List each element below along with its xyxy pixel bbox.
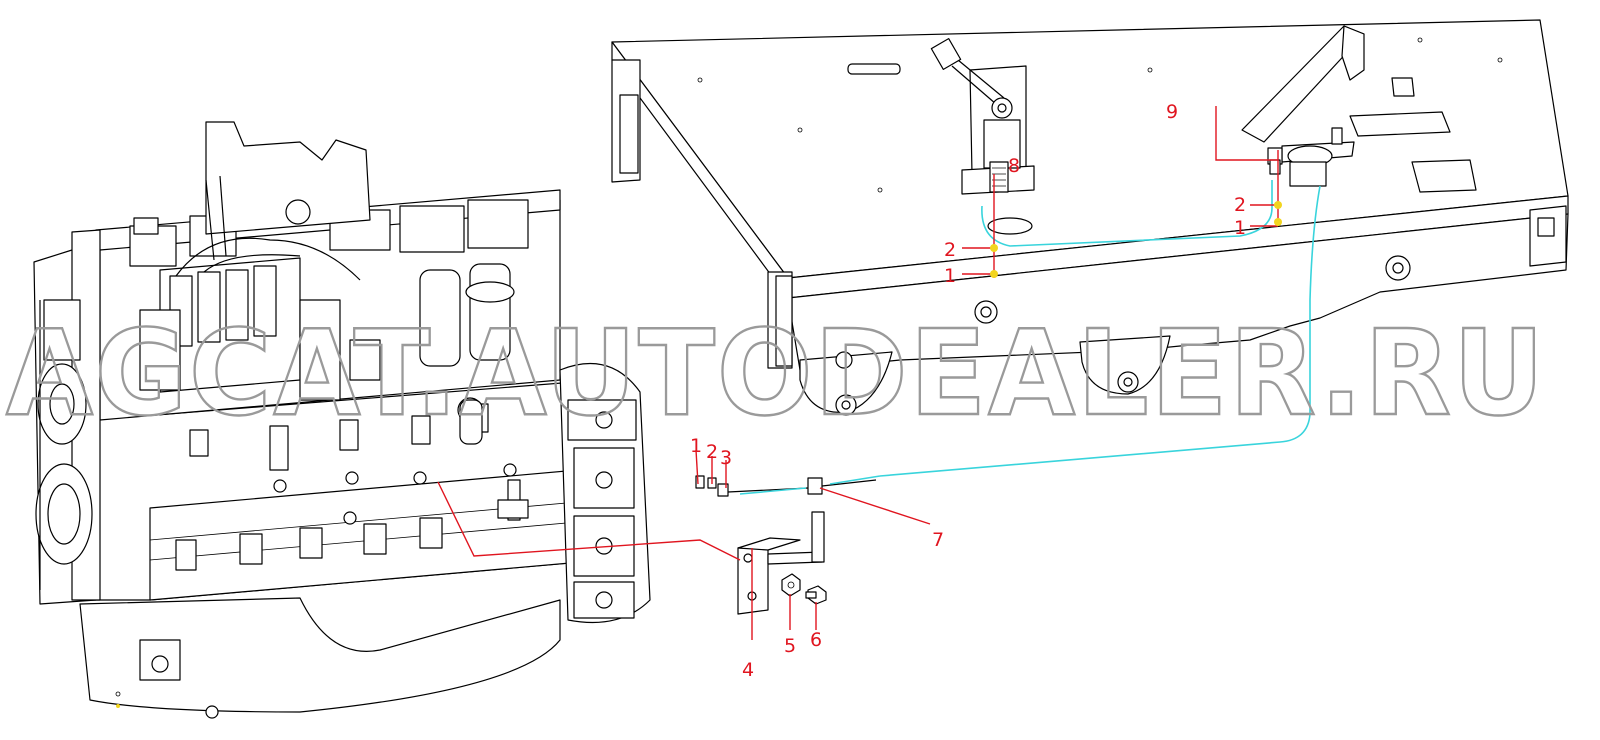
block-bosses [175,403,517,571]
cab-platform [611,19,1569,416]
watermark: AGCAT.AUTODEALER.RU [6,304,1546,442]
throttle-cable [739,180,1321,495]
accelerator-pedal [1241,25,1365,187]
nut [781,573,801,597]
callout-2: 2 [706,441,718,463]
engine [33,121,651,719]
callout-1: 1 [1234,217,1246,239]
callout-2: 2 [1234,194,1246,216]
callout-6: 6 [810,629,822,651]
joint-markers [116,201,1282,708]
leader-lines [437,106,1279,640]
callout-9: 9 [1166,101,1178,123]
callouts: 1 2 1 2 8 9 1 2 3 7 4 5 6 [690,101,1246,681]
callout-4: 4 [742,659,754,681]
callout-3: 3 [720,447,732,469]
hand-throttle-lever [930,38,1035,195]
callout-8: 8 [1008,155,1020,177]
callout-5: 5 [784,635,796,657]
callout-2: 2 [944,239,956,261]
callout-1: 1 [944,265,956,287]
callout-1: 1 [690,435,702,457]
bolt [805,585,827,605]
callout-7: 7 [932,529,944,551]
stop-bracket [737,511,825,615]
stop-cable-end-fittings [695,475,877,497]
